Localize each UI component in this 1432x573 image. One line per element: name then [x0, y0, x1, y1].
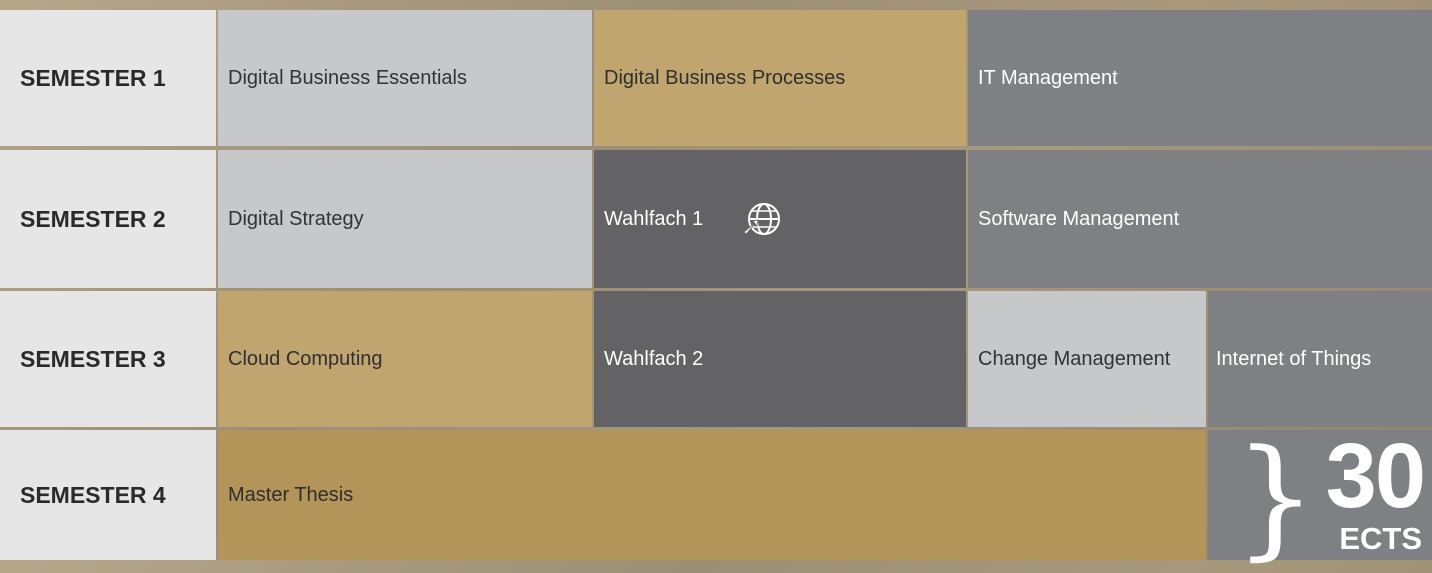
semester-4-label: SEMESTER 4	[0, 430, 216, 560]
brace-symbol: }	[1234, 421, 1317, 573]
ects-value: 30	[1325, 425, 1426, 527]
globe-plane-icon	[741, 198, 783, 240]
semester-3-label: SEMESTER 3	[0, 291, 216, 427]
ects-summary: } 30 ECTS	[1208, 421, 1432, 573]
module-master-thesis: Master Thesis	[218, 430, 1206, 560]
semester-1-label: SEMESTER 1	[0, 10, 216, 146]
module-wahlfach-2: Wahlfach 2	[594, 291, 966, 427]
curriculum-grid: SEMESTER 1 Digital Business Essentials D…	[0, 10, 1432, 573]
semester-2-label: SEMESTER 2	[0, 150, 216, 288]
ects-label: ECTS	[1339, 521, 1422, 556]
module-internet-of-things: Internet of Things	[1208, 291, 1432, 427]
module-digital-business-essentials: Digital Business Essentials	[218, 10, 592, 146]
module-digital-strategy: Digital Strategy	[218, 150, 592, 288]
wahlfach-1-label: Wahlfach 1	[604, 207, 704, 230]
module-software-management: Software Management	[968, 150, 1432, 288]
module-it-management: IT Management	[968, 10, 1432, 146]
module-change-management: Change Management	[968, 291, 1206, 427]
module-cloud-computing: Cloud Computing	[218, 291, 592, 427]
module-digital-business-processes: Digital Business Processes	[594, 10, 966, 146]
module-wahlfach-1: Wahlfach 1	[594, 150, 966, 288]
